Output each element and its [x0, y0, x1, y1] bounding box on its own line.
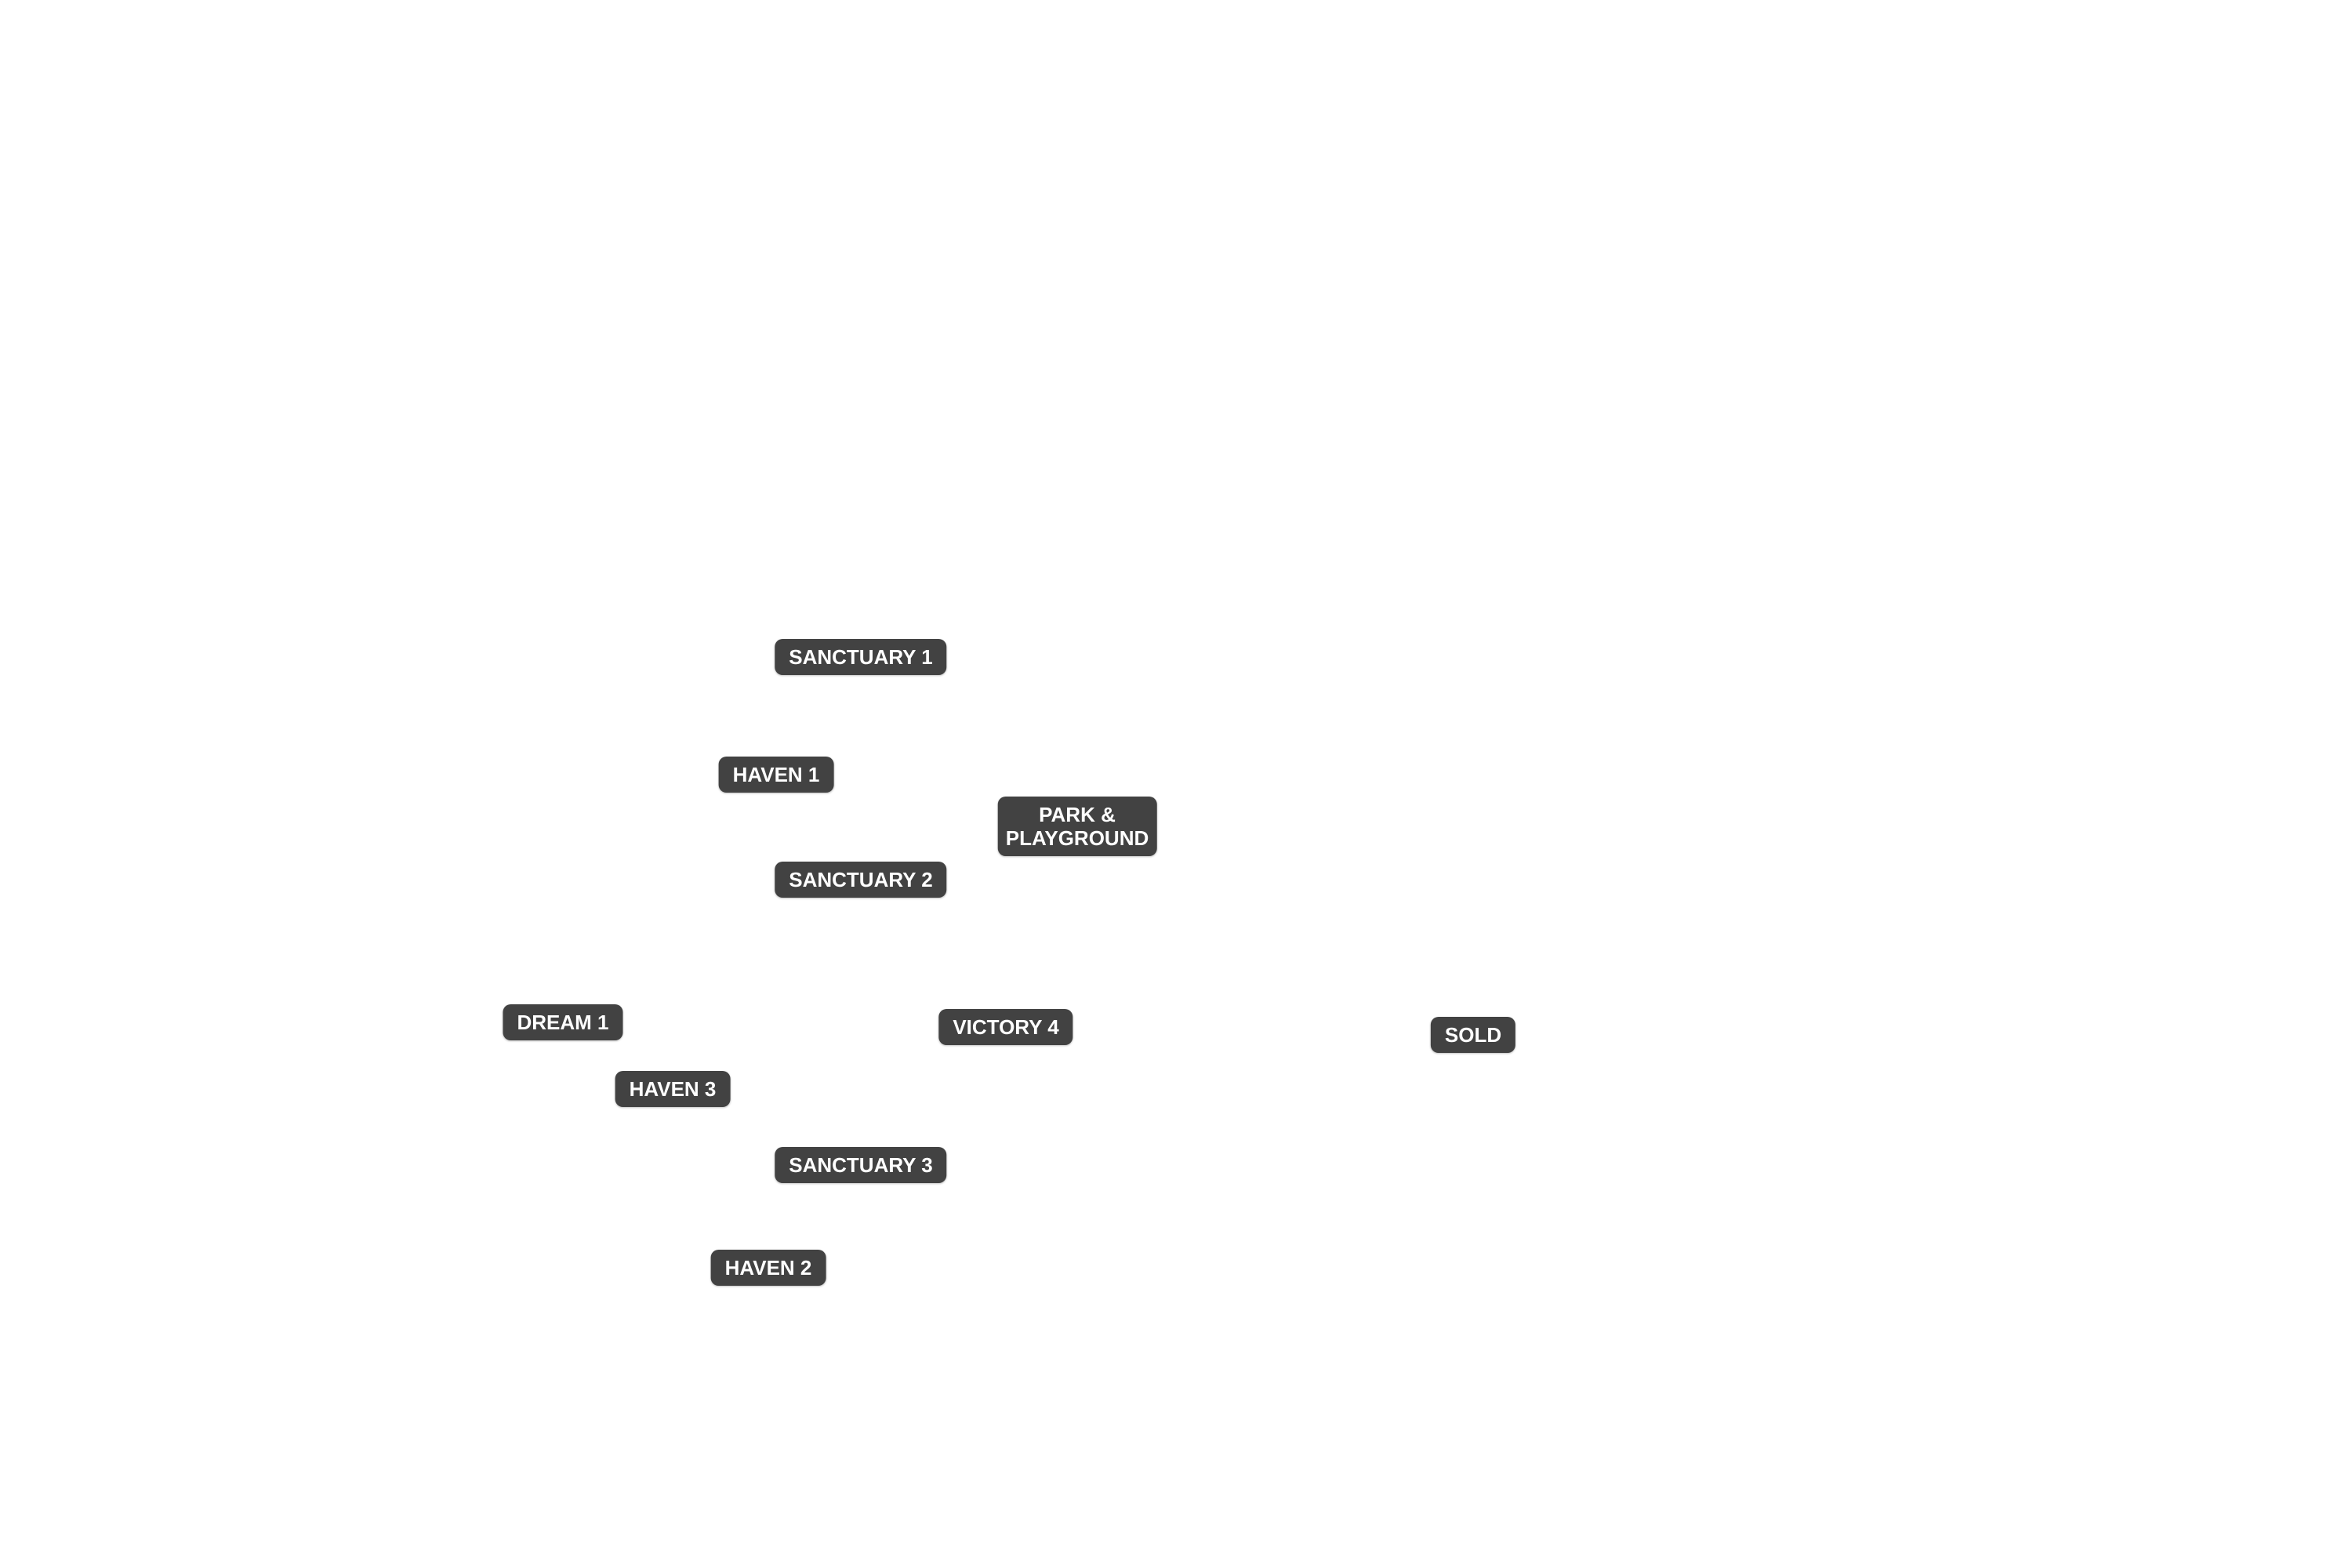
plot-label-sanctuary-1[interactable]: SANCTUARY 1 [775, 639, 947, 675]
park-and-playground-label[interactable]: PARK & PLAYGROUND [997, 797, 1157, 856]
plot-label-haven-3[interactable]: HAVEN 3 [615, 1071, 731, 1107]
plot-label-dream-1[interactable]: DREAM 1 [503, 1004, 623, 1040]
plot-label-sanctuary-3[interactable]: SANCTUARY 3 [775, 1147, 947, 1183]
plot-label-haven-2[interactable]: HAVEN 2 [710, 1250, 826, 1286]
status-label-sold[interactable]: SOLD [1430, 1017, 1516, 1053]
plot-label-haven-1[interactable]: HAVEN 1 [718, 757, 834, 793]
plot-label-victory-4[interactable]: VICTORY 4 [938, 1009, 1073, 1045]
park-label-line-2: PLAYGROUND [1005, 826, 1149, 850]
park-label-line-1: PARK & [1039, 803, 1116, 826]
plot-label-sanctuary-2[interactable]: SANCTUARY 2 [775, 862, 947, 898]
